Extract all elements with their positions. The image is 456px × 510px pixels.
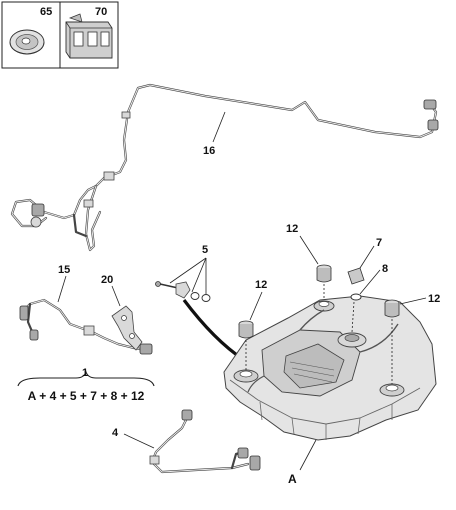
connector-right-upper xyxy=(423,99,437,110)
fuel-tank-drawing xyxy=(223,295,437,441)
assembly-group: 1 A + 4 + 5 + 7 + 8 + 12 xyxy=(17,367,155,403)
harness-connector-mid xyxy=(237,447,249,459)
seal-washer-drawing xyxy=(9,29,45,55)
callout-12-top: 12 xyxy=(286,223,298,235)
leader-16 xyxy=(212,111,226,143)
callout-A: A xyxy=(288,472,297,486)
clip-junction-2 xyxy=(83,199,94,208)
wiring-harness xyxy=(149,409,261,474)
breather-clip xyxy=(83,325,95,336)
callout-15: 15 xyxy=(58,264,70,276)
leader-20 xyxy=(111,285,121,307)
clip-junction xyxy=(103,171,115,181)
callout-16: 16 xyxy=(203,145,215,157)
leader-7 xyxy=(359,245,375,269)
grommet-top xyxy=(316,264,332,283)
leader-8 xyxy=(359,269,381,295)
breather-connector-bottom xyxy=(29,329,39,341)
callout-20: 20 xyxy=(101,274,113,286)
assembly-formula: A + 4 + 5 + 7 + 8 + 12 xyxy=(28,389,145,403)
leader-5a xyxy=(169,257,207,284)
leader-5b xyxy=(191,257,207,293)
callout-4: 4 xyxy=(112,427,119,439)
callout-8: 8 xyxy=(382,263,388,275)
kit-5-parts xyxy=(155,281,211,302)
callout-12-left: 12 xyxy=(255,279,267,291)
connector-left-end xyxy=(30,216,42,228)
fuel-line-assembly xyxy=(10,83,439,252)
harness-clip xyxy=(149,455,160,465)
leader-12-left xyxy=(249,291,263,321)
inset-ref-65: 65 xyxy=(40,6,52,18)
callout-5: 5 xyxy=(202,244,208,256)
callout-12-right: 12 xyxy=(428,293,440,305)
leader-4 xyxy=(123,433,155,449)
harness-connector-top xyxy=(181,409,193,421)
o-ring-8 xyxy=(350,293,362,301)
leader-12-top xyxy=(299,235,319,265)
connector-right-lower xyxy=(427,119,439,131)
leader-12-right xyxy=(399,297,427,305)
breather-connector-right xyxy=(139,343,153,355)
leader-15 xyxy=(57,275,67,303)
location-arrow xyxy=(182,299,245,362)
clip-block-drawing xyxy=(65,13,113,59)
harness-connector-end xyxy=(249,455,261,471)
connector-left xyxy=(31,203,45,217)
seal-ring-7 xyxy=(347,267,365,285)
inset-panel: 65 70 xyxy=(1,1,119,69)
breather-connector-left xyxy=(19,305,29,321)
grommet-left xyxy=(238,320,254,339)
grommet-right xyxy=(384,299,400,318)
inset-ref-70: 70 xyxy=(95,6,107,18)
leader-A xyxy=(299,439,317,471)
axis-7-8 xyxy=(351,301,355,333)
assembly-brace xyxy=(17,370,155,387)
callout-7: 7 xyxy=(376,237,382,249)
breather-pipe xyxy=(19,298,153,355)
clip-left-upper xyxy=(121,111,131,119)
bracket-drawing xyxy=(111,305,143,351)
callout-1: 1 xyxy=(82,367,88,379)
